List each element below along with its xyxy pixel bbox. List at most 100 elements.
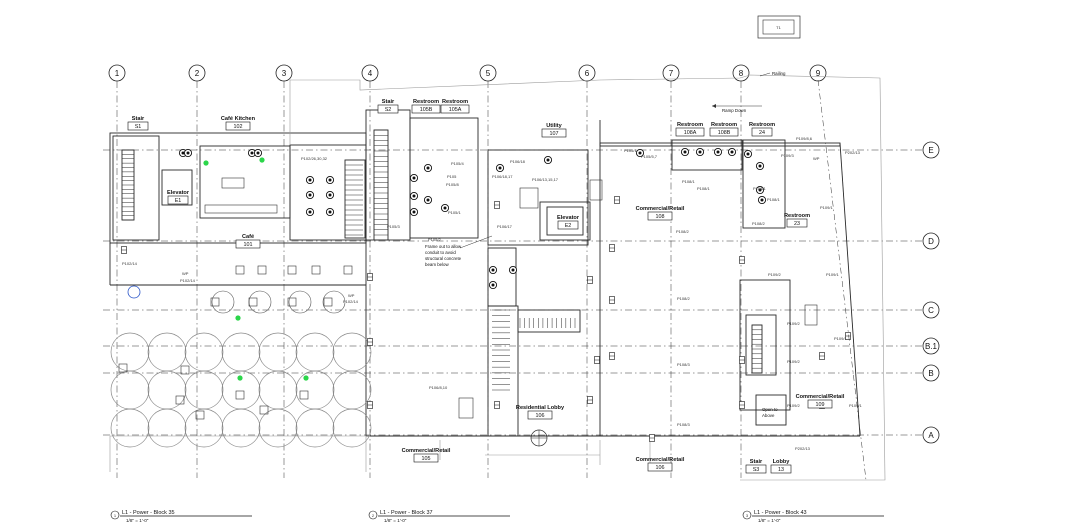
frame-note: Frame out to allow conduit to avoid stru… (425, 235, 493, 267)
patio-seating (110, 157, 372, 448)
circuit-tag: P108/3 (677, 362, 690, 367)
grid-column-7: 7 (662, 64, 680, 478)
circuit-tag: P108/2 (676, 229, 689, 234)
room-number: S3 (753, 467, 760, 473)
circuit-tag: P202/13 (845, 150, 861, 155)
view-scale: 1/8" = 1'-0" (126, 518, 149, 523)
grid-column-6: 6 (578, 64, 596, 478)
room-name: Residential Lobby (516, 405, 565, 411)
circuit-tag: WP (348, 293, 355, 298)
room-number: 13 (778, 467, 784, 473)
circuit-tag: P105/2 (428, 237, 441, 242)
circuit-tag: P108/2 (677, 296, 690, 301)
circuit-tag: P105/1 (624, 148, 637, 153)
stair-treads (122, 129, 762, 391)
circuit-tag: P109/2 (768, 272, 781, 277)
room-number: 107 (550, 131, 559, 137)
room-name: Stair (750, 459, 763, 465)
room-number: 108A (684, 130, 697, 136)
room-tag: Restroom 108B (709, 122, 739, 137)
circuit-tag: P108/3 (677, 422, 690, 427)
circuit-tag: P105/8 (446, 182, 459, 187)
circuit-tag: P102/14 (343, 299, 359, 304)
circuit-tag: P109/2 (787, 403, 800, 408)
room-tag: Commercial/Retail 109 (796, 394, 845, 409)
cafe-tables (118, 177, 818, 420)
room-number: 24 (759, 130, 765, 136)
circuit-tag: WP (813, 156, 820, 161)
sheet-tag-label: T1 (776, 25, 781, 30)
circuit-tag: P109/8,6 (796, 136, 813, 141)
room-name: Stair (382, 99, 395, 105)
room-name: Commercial/Retail (796, 394, 845, 400)
room-name: Café Kitchen (221, 116, 256, 122)
circuit-tags: P102/26,30,32P105/4P105P105/8P105/1P105/… (122, 136, 862, 451)
frame-note-line: Frame out to allow (425, 244, 462, 249)
circuit-tag: P109/1 (826, 272, 839, 277)
grid-row-label: D (928, 237, 934, 246)
view-title-text: L1 - Power - Block 37 (380, 510, 433, 516)
view-scale: 1/8" = 1'-0" (384, 518, 407, 523)
grid-row-label: B.1 (925, 342, 938, 351)
grid-column-label: 6 (585, 69, 590, 78)
grid-column-8: 8 (732, 64, 750, 478)
circuit-tag: P109/1 (849, 403, 862, 408)
view-number: 3 (746, 513, 749, 518)
room-number: 108 (656, 214, 665, 220)
circuit-tag: P108/1 (753, 186, 766, 191)
circuit-tag: P109/3 (781, 153, 794, 158)
room-tag: Restroom 108A (675, 122, 705, 137)
room-name: Lobby (773, 459, 791, 465)
circuit-tag: P106/18 (510, 159, 526, 164)
frame-note-line: conduit to avoid (425, 250, 456, 255)
grid-column-label: 3 (282, 69, 287, 78)
grid-column-label: 7 (669, 69, 674, 78)
circuit-tag: P102/14 (180, 278, 196, 283)
circuit-tag: P109/2 (787, 359, 800, 364)
grid-row-A: A (103, 426, 940, 444)
circuit-tag: P202/13 (795, 446, 811, 451)
frame-note-line: structural concrete (425, 256, 462, 261)
room-number: 105B (420, 107, 433, 113)
circuit-tag: P109/1 (820, 205, 833, 210)
circuit-tag: P109/2 (787, 321, 800, 326)
room-number: S1 (135, 124, 142, 130)
circuit-tag: P102/26,30,32 (301, 156, 328, 161)
open-to-above: Open to Above (762, 407, 778, 418)
room-number: 106 (656, 465, 665, 471)
room-number: E1 (175, 198, 182, 204)
room-name: Commercial/Retail (636, 206, 685, 212)
grid-column-label: 4 (368, 69, 373, 78)
grid-column-label: 9 (816, 69, 821, 78)
room-name: Restroom (677, 122, 703, 128)
grid-column-label: 8 (739, 69, 744, 78)
circuit-tag: P105/4 (451, 161, 464, 166)
grid-column-label: 1 (115, 69, 120, 78)
room-number: 109 (816, 402, 825, 408)
frame-note-line: beam below (425, 262, 450, 267)
room-name: Restroom (442, 99, 468, 105)
circuit-tag: P108/1 (767, 197, 780, 202)
room-name: Restroom (413, 99, 439, 105)
room-tag: Lobby 13 (770, 459, 792, 474)
open-to-above-line: Above (762, 413, 775, 418)
room-number: 108B (718, 130, 731, 136)
room-name: Restroom (711, 122, 737, 128)
view-scale: 1/8" = 1'-0" (758, 518, 781, 523)
grid-column-2: 2 (188, 64, 206, 478)
room-name: Commercial/Retail (402, 448, 451, 454)
grid-column-label: 5 (486, 69, 491, 78)
room-number: 105A (449, 107, 462, 113)
circuit-tag: P102/14 (122, 261, 138, 266)
grid-row-B.1: B.1 (103, 337, 940, 355)
